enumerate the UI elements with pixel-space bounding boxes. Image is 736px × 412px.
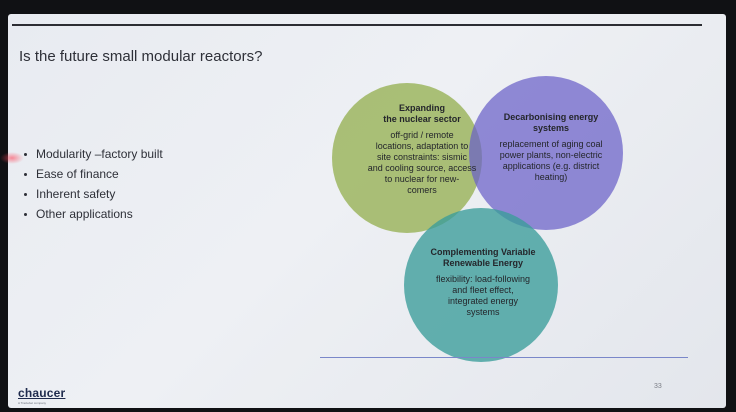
- decarbonising-body-line: replacement of aging coal: [499, 139, 603, 149]
- decarbonising-heading: Decarbonising energy systems: [489, 112, 613, 134]
- expanding-body-line: comers: [407, 185, 437, 195]
- title-divider: [12, 24, 702, 26]
- slide-title: Is the future small modular reactors?: [19, 48, 263, 65]
- expanding-body-line: and cooling source, access: [367, 163, 477, 173]
- expanding-heading: Expanding the nuclear sector: [358, 103, 486, 125]
- complementing-heading-line: Complementing Variable: [430, 247, 536, 257]
- complementing-body-line: integrated energy: [447, 296, 519, 306]
- expanding-heading-line: the nuclear sector: [383, 114, 461, 124]
- venn-circle-decarbonising: [469, 76, 623, 230]
- decarbonising-heading-line: systems: [532, 123, 570, 133]
- bullet-list: Modularity –factory built Ease of financ…: [22, 144, 163, 224]
- complementing-body: flexibility: load-following and fleet ef…: [421, 274, 545, 318]
- decarbonising-body-line: applications (e.g. district: [502, 161, 600, 171]
- bullet-item: Other applications: [22, 204, 163, 224]
- decarbonising-body: replacement of aging coal power plants, …: [489, 139, 613, 183]
- expanding-body-line: off-grid / remote: [390, 130, 454, 140]
- bullet-item: Modularity –factory built: [22, 144, 163, 164]
- decarbonising-body-line: power plants, non-electric: [499, 150, 603, 160]
- venn-circle-expanding: [332, 83, 482, 233]
- logo-wordmark: chaucer: [18, 386, 66, 400]
- logo-tagline: A Tractebel company: [18, 401, 47, 405]
- light-glare: [0, 152, 24, 164]
- complementing-heading: Complementing Variable Renewable Energy: [421, 247, 545, 269]
- complementing-body-line: flexibility: load-following: [435, 274, 531, 284]
- expanding-body: off-grid / remote locations, adaptation …: [358, 130, 486, 196]
- expanding-body-line: locations, adaptation to: [375, 141, 469, 151]
- page-number: 33: [654, 383, 662, 390]
- decarbonising-text: Decarbonising energy systems replacement…: [489, 112, 613, 183]
- venn-diagram: [332, 76, 623, 362]
- complementing-heading-line: Renewable Energy: [442, 258, 524, 268]
- expanding-body-line: site constraints: sismic: [376, 152, 468, 162]
- decarbonising-heading-line: Decarbonising energy: [503, 112, 599, 122]
- footer-divider: [320, 357, 688, 358]
- venn-circle-complementing: [404, 208, 558, 362]
- decarbonising-body-line: heating): [534, 172, 568, 182]
- complementing-body-line: and fleet effect,: [452, 285, 514, 295]
- complementing-text: Complementing Variable Renewable Energy …: [421, 247, 545, 318]
- bullet-item: Ease of finance: [22, 164, 163, 184]
- expanding-text: Expanding the nuclear sector off-grid / …: [358, 103, 486, 196]
- bullet-item: Inherent safety: [22, 184, 163, 204]
- complementing-body-line: systems: [466, 307, 500, 317]
- presentation-slide: Is the future small modular reactors? Mo…: [8, 14, 726, 408]
- chaucer-logo: chaucer A Tractebel company: [18, 386, 65, 405]
- expanding-body-line: to nuclear for new-: [384, 174, 460, 184]
- expanding-heading-line: Expanding: [398, 103, 445, 113]
